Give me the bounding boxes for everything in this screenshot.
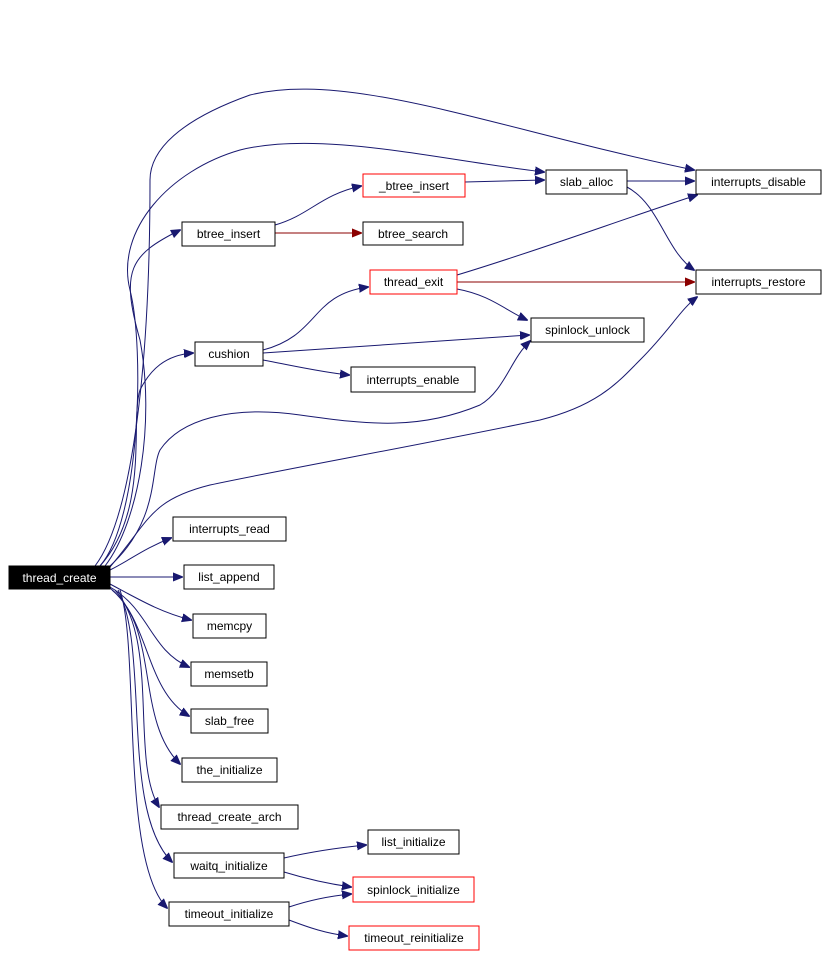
- node-slab_free[interactable]: slab_free: [190, 708, 269, 734]
- node-thread_exit[interactable]: thread_exit: [369, 269, 458, 295]
- node-label: list_append: [198, 570, 259, 584]
- edge-thread_create-thread_create_arch: [114, 589, 159, 807]
- edges: [94, 88, 697, 936]
- edge-thread_create-the_initialize: [111, 589, 180, 764]
- edge-slab_alloc-interrupts_restore: [626, 186, 694, 270]
- node-label: interrupts_read: [189, 522, 270, 536]
- node-list_initialize[interactable]: list_initialize: [367, 829, 460, 855]
- edge-cushion-interrupts_enable: [262, 359, 349, 375]
- nodes: thread_create btree_insert _btree_insert…: [8, 169, 822, 951]
- edge-cushion-spinlock_unlock: [262, 335, 529, 354]
- node-label: list_initialize: [381, 835, 445, 849]
- node-label: timeout_reinitialize: [364, 931, 464, 945]
- node-label: timeout_initialize: [185, 907, 274, 921]
- node-list_append[interactable]: list_append: [183, 564, 275, 590]
- node-spinlock_unlock[interactable]: spinlock_unlock: [530, 317, 645, 343]
- edge-timeout_initialize-spinlock_initialize: [288, 894, 351, 908]
- node-interrupts_disable[interactable]: interrupts_disable: [695, 169, 822, 195]
- node-interrupts_enable[interactable]: interrupts_enable: [350, 366, 476, 393]
- node-label: thread_exit: [384, 275, 444, 289]
- node-label: btree_search: [378, 227, 448, 241]
- edge-btree_insert-_btree_insert: [274, 186, 361, 226]
- node-label: spinlock_unlock: [545, 323, 631, 337]
- node-label: _btree_insert: [378, 179, 450, 193]
- edge-thread_exit-interrupts_disable: [456, 195, 697, 276]
- node-cushion[interactable]: cushion: [194, 341, 264, 367]
- node-interrupts_read[interactable]: interrupts_read: [172, 516, 287, 542]
- edge-thread_create-slab_free: [109, 587, 189, 716]
- node-slab_alloc[interactable]: slab_alloc: [545, 169, 628, 195]
- node-label: memsetb: [204, 667, 254, 681]
- edge-waitq_initialize-spinlock_initialize: [283, 871, 351, 887]
- node-label: waitq_initialize: [189, 859, 268, 873]
- edge-thread_create-waitq_initialize: [117, 589, 172, 862]
- edge-thread_create-interrupts_read: [109, 538, 171, 571]
- edge-thread_create-timeout_initialize: [119, 589, 167, 908]
- node-memcpy[interactable]: memcpy: [192, 613, 267, 639]
- node-btree_insert[interactable]: btree_insert: [181, 221, 276, 247]
- node-label: thread_create: [22, 571, 96, 585]
- edge-_btree_insert-slab_alloc: [464, 180, 544, 182]
- edge-thread_exit-spinlock_unlock: [456, 288, 527, 320]
- node-label: interrupts_restore: [711, 275, 805, 289]
- edge-thread_create-interrupts_disable: [94, 88, 694, 567]
- node-label: the_initialize: [196, 763, 262, 777]
- edge-thread_create-cushion: [99, 353, 193, 567]
- edge-thread_create-spinlock_unlock: [109, 341, 530, 567]
- node-the_initialize[interactable]: the_initialize: [181, 757, 278, 783]
- node-timeout_reinitialize[interactable]: timeout_reinitialize: [348, 925, 480, 951]
- node-label: interrupts_enable: [367, 373, 460, 387]
- edge-thread_create-interrupts_restore: [109, 297, 697, 568]
- node-btree_search[interactable]: btree_search: [362, 221, 464, 246]
- edge-thread_create-memcpy: [109, 583, 191, 620]
- node-label: thread_create_arch: [177, 810, 281, 824]
- edge-thread_create-btree_insert: [104, 230, 180, 567]
- node-label: slab_free: [205, 714, 255, 728]
- node-label: slab_alloc: [560, 175, 613, 189]
- node-thread_create_arch[interactable]: thread_create_arch: [160, 804, 299, 830]
- node-thread_create[interactable]: thread_create: [8, 565, 111, 590]
- node-label: btree_insert: [197, 227, 261, 241]
- node-waitq_initialize[interactable]: waitq_initialize: [173, 852, 285, 879]
- node-label: memcpy: [207, 619, 252, 633]
- node-label: cushion: [208, 347, 249, 361]
- edge-cushion-thread_exit: [262, 287, 368, 351]
- node-timeout_initialize[interactable]: timeout_initialize: [168, 901, 290, 927]
- node-spinlock_initialize[interactable]: spinlock_initialize: [352, 876, 475, 903]
- edge-thread_create-slab_alloc: [99, 142, 544, 567]
- node-_btree_insert[interactable]: _btree_insert: [362, 173, 466, 198]
- node-label: spinlock_initialize: [367, 883, 460, 897]
- edge-timeout_initialize-timeout_reinitialize: [288, 919, 347, 936]
- edge-waitq_initialize-list_initialize: [283, 845, 366, 859]
- node-label: interrupts_disable: [711, 175, 806, 189]
- node-interrupts_restore[interactable]: interrupts_restore: [695, 269, 822, 295]
- node-memsetb[interactable]: memsetb: [190, 661, 268, 687]
